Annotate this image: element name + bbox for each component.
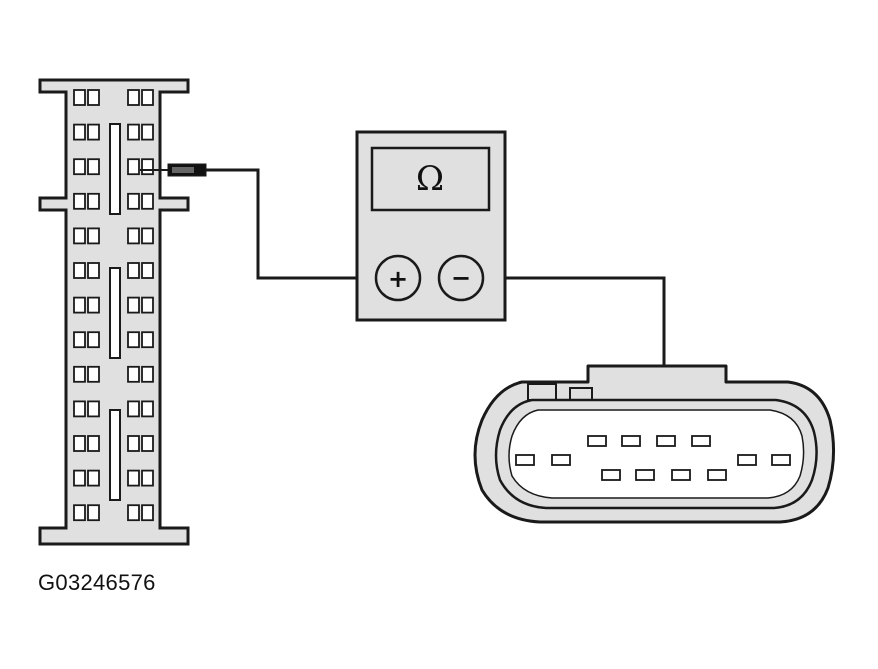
left-connector-pin [141,296,154,314]
left-connector-pin [87,227,100,245]
positive-terminal-icon [374,254,422,302]
negative-terminal-icon [437,254,485,302]
left-connector-pin [73,262,86,279]
right-connector-pin [691,435,711,447]
right-connector [473,364,836,524]
left-connector-pin [127,89,140,106]
left-connector-pin [141,89,154,106]
left-connector-pin [73,435,86,452]
latch-slot-upper [109,123,121,215]
left-connector-pin [127,158,140,176]
right-connector-pin [587,435,607,447]
right-connector-top-notch [569,387,593,400]
left-connector-pin [87,365,100,383]
left-connector-pin [73,123,86,141]
left-connector-pin [127,192,140,210]
left-connector-pin [127,435,140,452]
right-connector-pin [635,469,655,481]
left-connector-pin [141,504,154,522]
right-connector-tab-left [527,383,557,401]
left-connector-pin [87,469,100,487]
left-connector-pin [87,296,100,314]
left-connector-pin [87,89,100,106]
left-connector-pin [141,331,154,349]
left-connector-pins [73,89,154,522]
left-connector-pin [73,331,86,349]
left-connector-pin [73,296,86,314]
left-connector-pin [73,227,86,245]
left-connector-pin [87,192,100,210]
left-connector-pin [141,435,154,452]
left-connector-pin [87,262,100,279]
left-connector-pin [87,331,100,349]
left-connector-pin [73,504,86,522]
right-connector-pin [671,469,691,481]
left-connector-pin [73,192,86,210]
latch-slot-middle [109,267,121,359]
positive-terminal-label: + [388,265,408,293]
left-connector-pin [141,192,154,210]
right-connector-pin [771,454,791,466]
left-connector-pin [127,227,140,245]
left-connector-pin [73,469,86,487]
left-connector-pin [73,365,86,383]
left-connector-pin [141,158,154,176]
left-connector [38,78,190,546]
left-connector-pin [73,158,86,176]
left-connector-pin [127,296,140,314]
right-connector-pins [515,435,791,481]
left-connector-pin [141,227,154,245]
left-connector-pin [127,331,140,349]
wires [206,168,666,376]
right-connector-pin [656,435,676,447]
left-connector-pin [141,469,154,487]
right-connector-pin [621,435,641,447]
right-connector-inner-rim [508,409,805,499]
left-connector-pin [141,400,154,418]
negative-terminal-label: − [451,264,471,292]
left-connector-pin [127,365,140,383]
left-connector-pin [141,262,154,279]
left-connector-pin [87,435,100,452]
left-connector-pin [141,123,154,141]
figure-id-label: G03246576 [38,570,156,595]
left-connector-pin [127,123,140,141]
negative-lead-wire [484,276,666,376]
left-connector-pin [87,123,100,141]
left-connector-pin [73,400,86,418]
left-connector-pin [127,400,140,418]
right-connector-pin [515,454,535,466]
left-connector-pin [127,504,140,522]
ohmmeter-display [370,146,491,212]
left-connector-pin [87,158,100,176]
left-connector-pin [127,469,140,487]
left-connector-pin [141,365,154,383]
left-connector-pin [87,400,100,418]
right-connector-pin [707,469,727,481]
ohm-symbol: Ω [416,159,444,199]
positive-probe [140,163,207,177]
ohmmeter: Ω + − [355,130,507,322]
right-connector-pin [737,454,757,466]
left-connector-pin [87,504,100,522]
latch-slot-lower [109,409,121,501]
left-connector-pin [127,262,140,279]
right-connector-pin [601,469,621,481]
right-connector-pin [551,454,571,466]
positive-lead-wire [206,168,376,280]
left-connector-pin [73,89,86,106]
